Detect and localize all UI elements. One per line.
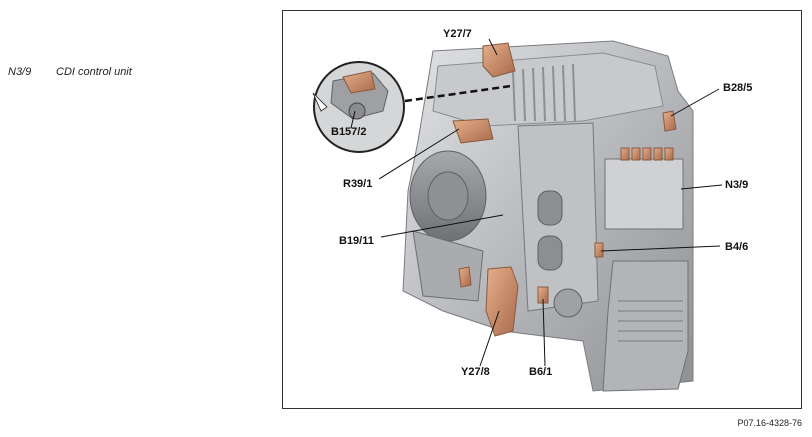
y27-7-component [482,42,516,78]
b4-6-component [594,242,604,258]
port-openings [537,190,563,271]
intake-fins [512,63,576,122]
callout-b157-2: B157/2 [331,126,367,138]
engine-illustration [312,38,723,392]
callout-n3-9: N3/9 [725,179,749,191]
duct-ribs [618,300,683,342]
engine-illustration-frame: Y27/7 B157/2 R39/1 B19/11 B28/5 N3/9 B4/… [282,10,802,409]
callout-b6-1: B6/1 [529,366,553,378]
callout-b28-5: B28/5 [723,82,753,94]
r39-1-component [452,118,494,144]
callout-y27-7: Y27/7 [443,28,472,40]
callout-b19-11: B19/11 [339,235,374,247]
cdi-control-unit [604,158,684,230]
inset-arrow-icon [312,92,328,112]
control-unit-connectors [620,147,674,161]
callout-b4-6: B4/6 [725,241,749,253]
leader-lines [350,38,723,367]
figure-reference: P07.16-4328-76 [737,418,802,428]
b28-5-component [662,110,677,132]
b19-11-component [458,266,472,288]
callout-r39-1: R39/1 [343,178,373,190]
callout-y27-8: Y27/8 [461,366,490,378]
inset-connector [404,84,512,103]
b6-1-component [537,286,549,304]
legend-description: CDI control unit [56,66,132,78]
air-intake-duct [602,260,689,392]
y27-8-component [485,266,519,337]
oil-filter [553,288,583,318]
legend-code: N3/9 [8,66,32,78]
b157-2-component [342,70,376,94]
